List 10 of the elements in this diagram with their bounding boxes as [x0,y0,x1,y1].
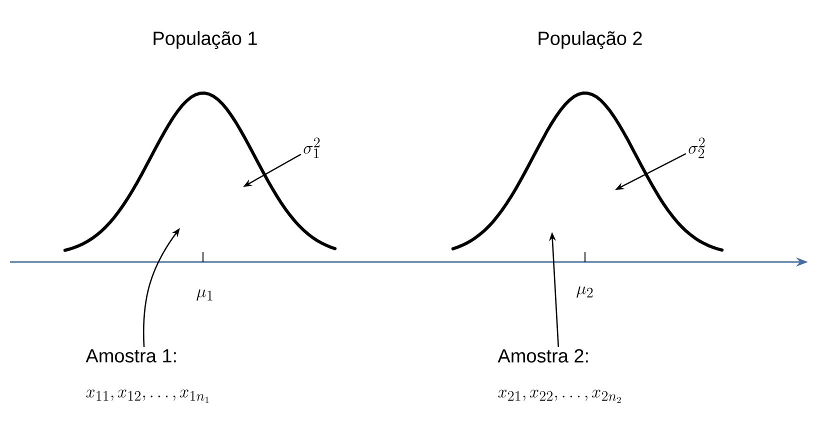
sample-label: Amostra 1: [86,349,176,362]
population-label: População 2 [538,31,642,49]
sample-values: $x_{11}, x_{12}, \ldots, x_{1n_1}$ [86,390,209,403]
sample-label: Amostra 2: [498,349,588,363]
mean-label: $\mu_1$ [196,289,212,301]
sample-values: $x_{21}, x_{22}, \ldots, x_{2n_2}$ [498,390,621,403]
bell-curve [63,91,337,252]
population-label: População 1 [154,31,257,49]
bell-curve [451,92,724,252]
mean-label: $\mu_2$ [576,286,593,298]
